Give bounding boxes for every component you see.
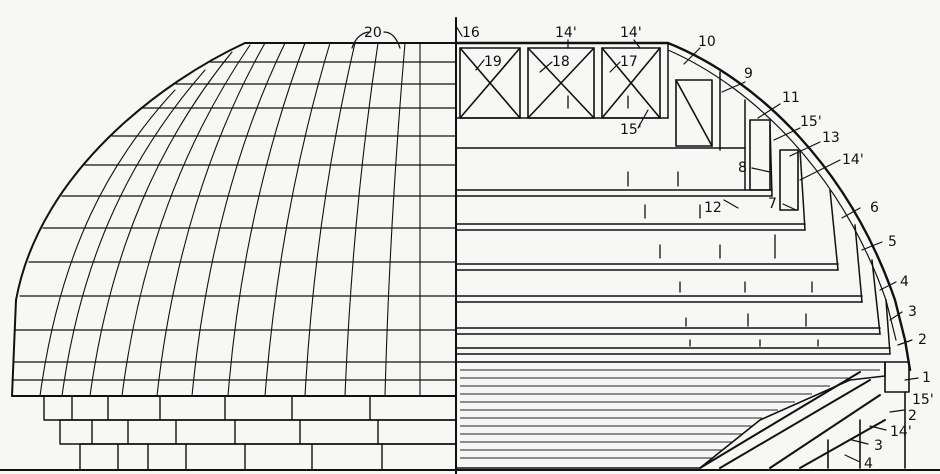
label-10: 10 [698,34,716,50]
label-14-prime-c: 14' [842,152,864,168]
label-2-a: 2 [918,332,927,348]
label-9: 9 [744,66,753,82]
label-3-b: 3 [874,438,883,454]
label-20: 20 [364,25,382,41]
label-2-b: 2 [908,408,917,424]
leader-lines [351,25,919,463]
label-6: 6 [870,200,879,216]
label-11: 11 [782,90,800,106]
label-5: 5 [888,234,897,250]
label-17: 17 [620,54,638,70]
label-15-prime-a: 15' [620,122,642,138]
label-12: 12 [704,200,722,216]
label-4-b: 4 [864,456,873,472]
dome-outline-left [11,42,457,397]
dome-exterior-grid [11,42,457,471]
floor-decks [455,117,891,355]
label-1: 1 [922,370,931,386]
label-14-prime-d: 14' [890,424,912,440]
label-19: 19 [484,54,502,70]
perimeter-struts [667,42,891,355]
floor-posts [567,95,819,347]
label-15-prime-b: 15' [800,114,822,130]
label-3-a: 3 [908,304,917,320]
label-18: 18 [552,54,570,70]
dome-meridians [39,42,421,397]
reference-numerals: 20 16 14' 14' 10 19 18 17 9 15' 11 15' 1… [364,25,934,472]
label-7: 7 [768,196,777,212]
dome-section [0,41,940,471]
label-14-prime-b: 14' [620,25,642,41]
lower-base-hatching [455,361,910,469]
label-4-a: 4 [900,274,909,290]
outer-shell [454,41,912,372]
label-14-prime-a: 14' [555,25,577,41]
dome-base-skirt [43,395,457,471]
label-16: 16 [462,25,480,41]
label-13: 13 [822,130,840,146]
label-8: 8 [738,160,747,176]
label-15-prime-c: 15' [912,392,934,408]
